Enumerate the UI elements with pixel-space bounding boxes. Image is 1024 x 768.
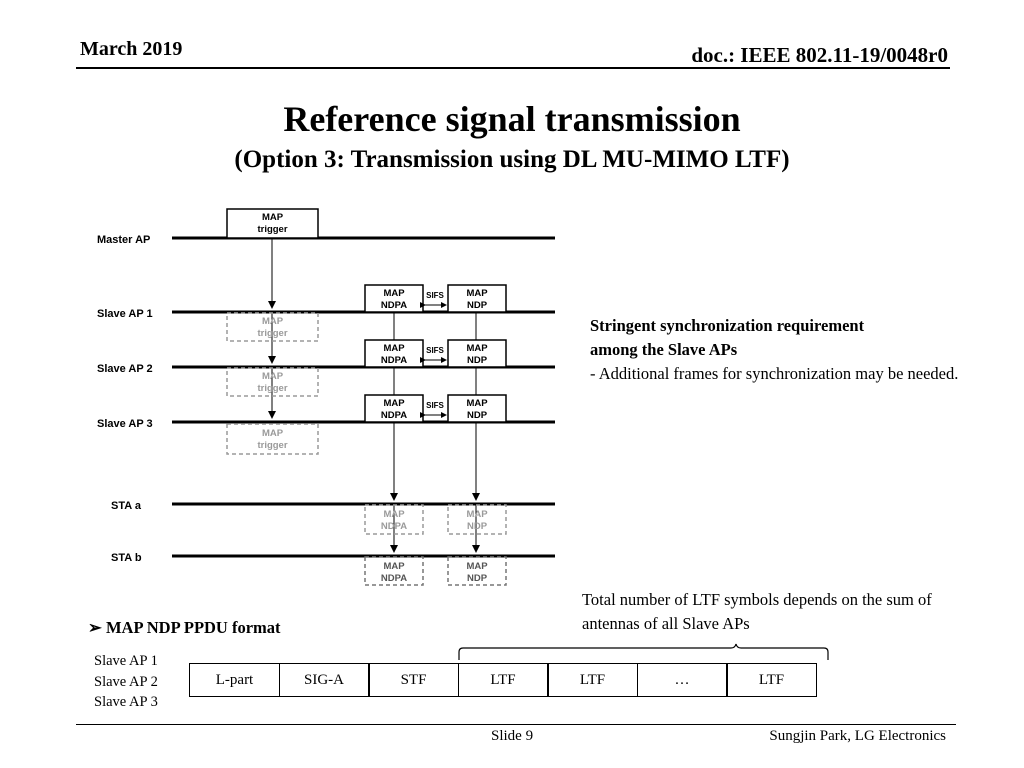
svg-text:MAP: MAP [262,428,284,439]
header-doc-id: doc.: IEEE 802.11-19/0048r0 [691,43,948,67]
svg-text:MAP: MAP [466,288,488,299]
svg-text:trigger: trigger [257,224,287,235]
svg-text:trigger: trigger [257,383,287,394]
svg-text:NDPA: NDPA [381,355,407,366]
svg-text:MAP: MAP [383,509,405,520]
row-label-slave-ap-3: Slave AP 3 [97,418,153,430]
ltf-symbols-note: Total number of LTF symbols depends on t… [582,590,932,633]
svg-text:NDP: NDP [467,573,488,584]
svg-text:MAP: MAP [466,561,488,572]
ppdu-field-ltf: LTF [457,663,549,697]
ppdu-field-sig-a: SIG-A [278,663,370,697]
sync-note-heading-1: Stringent synchronization requirement [590,316,865,335]
received-ndpa-sta-a: MAP NDPA [364,504,424,535]
ltf-brace [458,643,829,660]
ppdu-format-title: ➢ MAP NDP PPDU format [88,618,281,638]
row-label-slave-ap-1: Slave AP 1 [97,308,153,320]
received-ndp-sta-a: MAP NDP [447,504,507,535]
svg-text:MAP: MAP [383,398,405,409]
ppdu-field-stf: STF [368,663,459,697]
row-label-sta-a: STA a [111,500,142,512]
svg-text:NDP: NDP [467,410,488,421]
svg-text:NDPA: NDPA [381,410,407,421]
svg-text:NDP: NDP [467,521,488,532]
ndpa-slave-1: MAP NDPA [364,284,424,313]
arrow-bullet-icon: ➢ [88,618,102,637]
header-divider [76,67,950,69]
svg-text:MAP: MAP [466,398,488,409]
slide-subtitle: (Option 3: Transmission using DL MU-MIMO… [234,146,790,173]
svg-text:NDP: NDP [467,355,488,366]
row-label-sta-b: STA b [111,552,142,564]
ppdu-label: Slave AP 2 [94,673,158,690]
ppdu-label: Slave AP 1 [94,653,158,669]
ppdu-field-ltf: LTF [726,663,817,697]
received-ndpa-sta-b: MAP NDPA [364,556,424,586]
svg-text:MAP: MAP [262,316,284,327]
svg-text:NDPA: NDPA [381,521,407,532]
ndpa-slave-3: MAP NDPA [364,394,424,423]
map-trigger-frame: MAP trigger [226,208,319,239]
ppdu-field-ltf: LTF [547,663,638,697]
ppdu-slave-labels: Slave AP 1 Slave AP 2 Slave AP 3 [94,651,158,713]
row-label-master-ap: Master AP [97,234,150,246]
ndp-slave-2: MAP NDP [447,339,507,368]
svg-text:MAP: MAP [262,371,284,382]
ndp-slave-1: MAP NDP [447,284,507,313]
svg-text:MAP: MAP [383,288,405,299]
svg-text:NDP: NDP [467,300,488,311]
received-ndp-sta-b: MAP NDP [447,556,507,586]
ndpa-slave-2: MAP NDPA [364,339,424,368]
footer-slide-number: Slide 9 [491,728,534,744]
svg-text:NDPA: NDPA [381,573,407,584]
footer-divider [76,724,956,725]
svg-text:NDPA: NDPA [381,300,407,311]
sifs-label-2: SIFS [426,346,444,355]
svg-text:trigger: trigger [257,328,287,339]
ppdu-label: Slave AP 3 [94,694,158,710]
ppdu-field-row: L-part SIG-A STF LTF LTF … LTF [189,663,817,697]
sync-note-heading-2: among the Slave APs [590,340,738,359]
sync-note-body: - Additional frames for synchronization … [590,364,959,383]
row-label-slave-ap-2: Slave AP 2 [97,363,153,375]
sifs-label-1: SIFS [426,291,444,300]
svg-text:trigger: trigger [257,440,287,451]
svg-text:MAP: MAP [466,509,488,520]
ppdu-field-l-part: L-part [189,663,280,697]
received-trigger-slave-3: MAP trigger [226,423,319,455]
svg-text:MAP: MAP [383,561,405,572]
ppdu-field-ellipsis: … [636,663,728,697]
ndp-slave-3: MAP NDP [447,394,507,423]
sifs-label-3: SIFS [426,401,444,410]
received-trigger-slave-1: MAP trigger [226,312,319,342]
sync-note: Stringent synchronization requirement am… [590,314,960,386]
svg-text:MAP: MAP [262,212,284,223]
svg-text:MAP: MAP [383,343,405,354]
header-date: March 2019 [80,38,183,60]
svg-text:MAP: MAP [466,343,488,354]
footer-author: Sungjin Park, LG Electronics [769,728,946,744]
received-trigger-slave-2: MAP trigger [226,367,319,397]
slide-title: Reference signal transmission [283,99,741,139]
ppdu-format-title-text: MAP NDP PPDU format [105,618,281,637]
